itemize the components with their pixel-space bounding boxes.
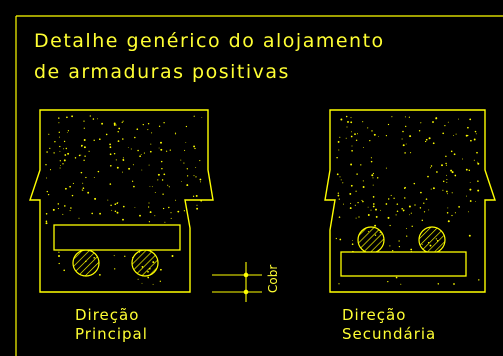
right-label-line-2: Secundária [342,325,436,343]
right-rebar-1 [357,226,385,254]
cover-dimension [212,262,262,302]
left-label-line-2: Principal [75,325,148,343]
left-section [29,109,214,293]
cover-label: Cobr [266,265,280,293]
left-label-line-1: Direção [75,306,139,324]
left-concrete-outline [29,109,214,293]
left-spacer-bar [53,224,181,251]
title-line-1: Detalhe genérico do alojamento [34,30,385,52]
left-aggregate-speckle [45,115,203,285]
left-rebar-1 [72,249,100,277]
title-line-2: de armaduras positivas [34,61,290,83]
right-section [324,109,496,293]
right-aggregate-speckle [335,115,480,285]
sheet-frame [15,15,503,356]
right-rebar-2 [418,226,446,254]
right-label-line-1: Direção [342,306,406,324]
left-rebar-2 [131,249,159,277]
right-spacer-bar [340,251,467,277]
right-concrete-outline [324,109,496,293]
